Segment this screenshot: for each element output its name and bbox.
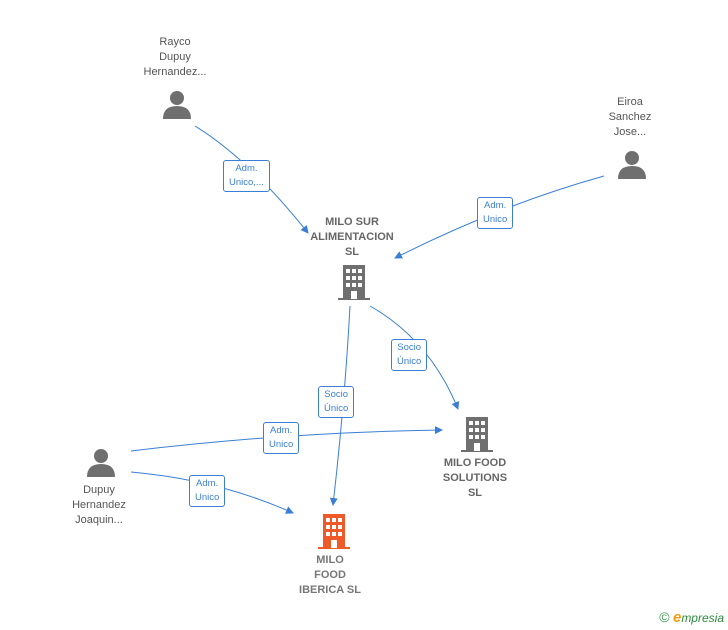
person-label-dupuy-joaquin[interactable]: Dupuy Hernandez Joaquin... <box>72 484 126 526</box>
edge-label-rayco-milosur[interactable]: Adm. Unico,... <box>223 160 270 192</box>
brand-footer: © empresia <box>659 609 724 626</box>
company-label-milo-food-solutions[interactable]: MILO FOOD SOLUTIONS SL <box>442 457 508 499</box>
edge-label-milosur-solutions[interactable]: Socio Único <box>391 339 428 371</box>
edge-label-milosur-iberica[interactable]: Socio Único <box>318 386 355 418</box>
edge-label-dupuy-iberica[interactable]: Adm. Unico <box>189 475 226 507</box>
building-icon-focus[interactable] <box>318 514 350 549</box>
copyright-icon: © <box>659 609 670 625</box>
building-icon[interactable] <box>338 265 370 300</box>
company-label-milo-sur[interactable]: MILO SUR ALIMENTACION SL <box>310 216 394 258</box>
person-icon[interactable] <box>86 447 116 477</box>
brand-logo-initial: e <box>672 609 682 626</box>
person-icon[interactable] <box>617 149 647 179</box>
person-label-rayco[interactable]: Rayco Dupuy Hernandez... <box>143 36 207 78</box>
edge-label-eiroa-milosur[interactable]: Adm. Unico <box>477 197 514 229</box>
edge-label-dupuy-solutions[interactable]: Adm. Unico <box>263 422 300 454</box>
person-label-eiroa[interactable]: Eiroa Sanchez Jose... <box>608 96 652 138</box>
brand-logo-text: mpresia <box>681 611 724 625</box>
building-icon[interactable] <box>461 417 493 452</box>
person-icon[interactable] <box>162 89 192 119</box>
company-label-milo-food-iberica[interactable]: MILO FOOD IBERICA SL <box>299 554 361 596</box>
